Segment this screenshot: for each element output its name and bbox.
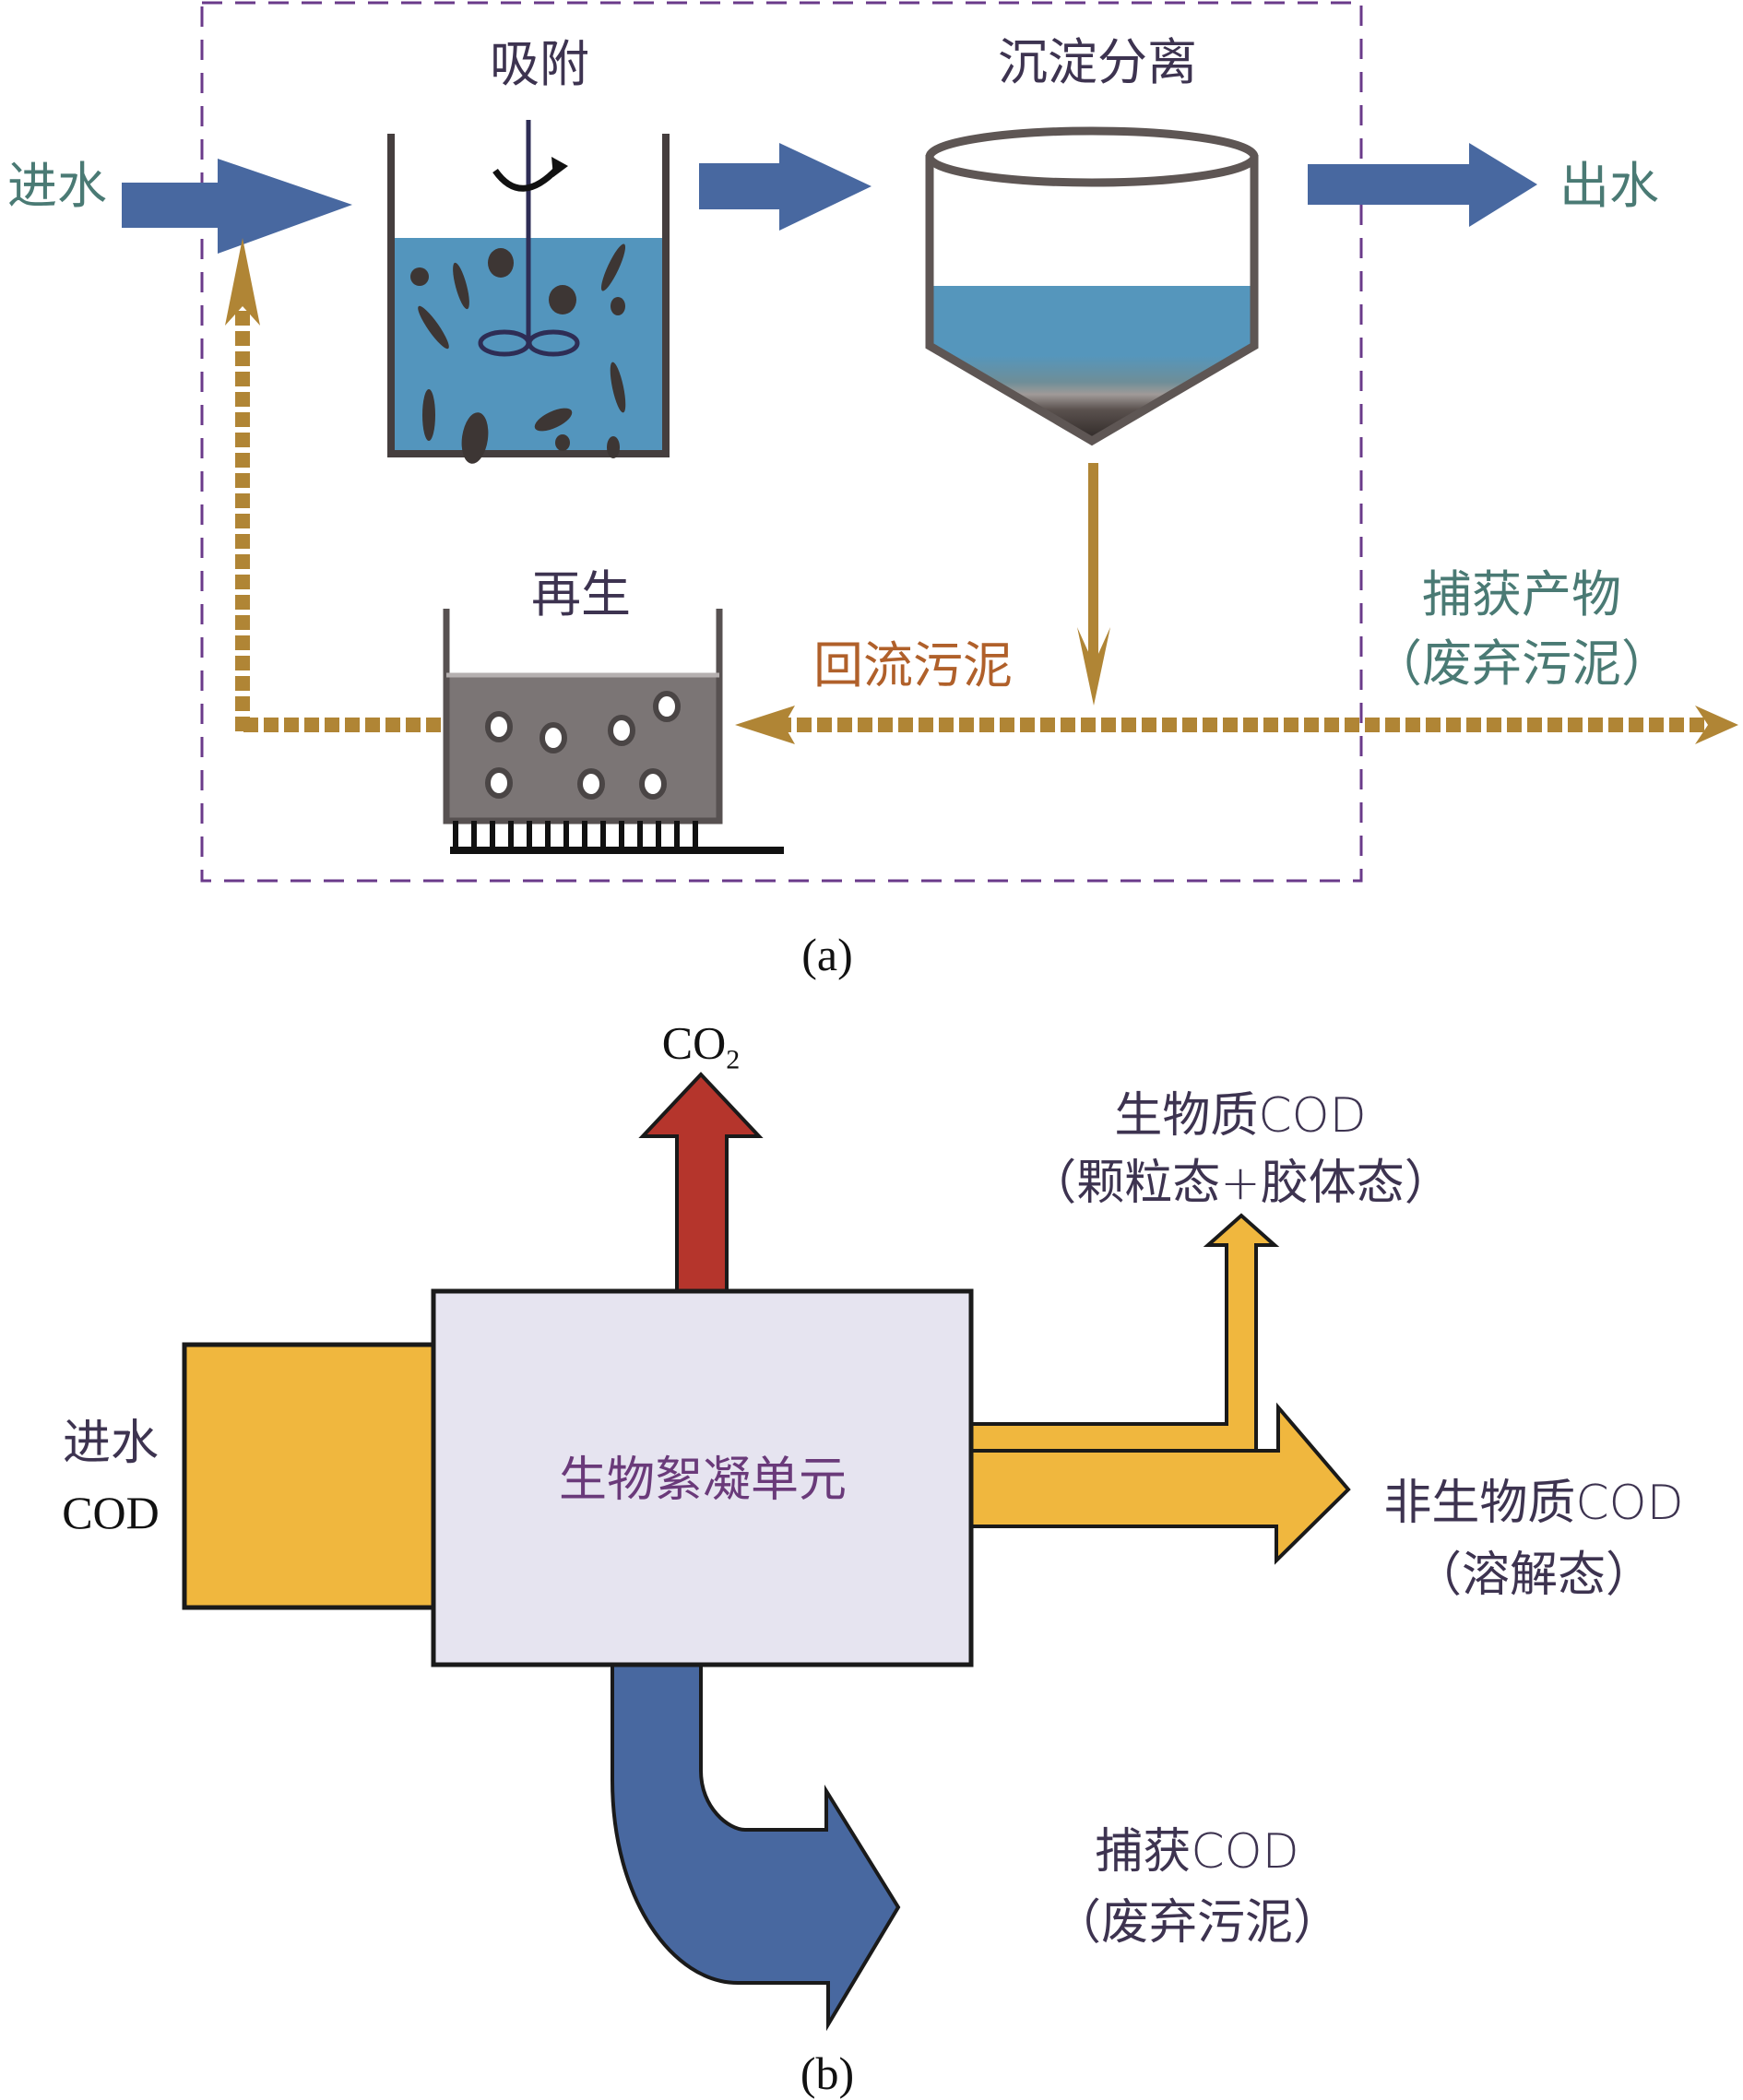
unit-label: 生物絮凝单元 (558, 1453, 848, 1508)
inflow-cod-label-line2: COD (62, 1487, 160, 1538)
sludge-particles (410, 243, 626, 464)
bioflocculation-unit-box (431, 1288, 974, 1667)
panel-a-caption: (a) (801, 929, 853, 980)
return-sludge-arrowhead (735, 706, 795, 744)
process-boundary-box (200, 1, 1363, 883)
bubbles (485, 691, 681, 800)
inflow-cod-box (182, 1342, 436, 1610)
captured-cod-sublabel: （废弃污泥） (1052, 1895, 1342, 1951)
aerator-grid (450, 821, 784, 854)
biomass-cod-sublabel: （颗粒态+胶体态） (1028, 1156, 1452, 1211)
nonbiomass-cod-sublabel: （溶解态） (1413, 1548, 1654, 1603)
rotation-arrow-icon (492, 165, 561, 192)
sludge-down-arrow-shaft (1088, 463, 1098, 675)
inflow-label: 进水 (7, 157, 107, 215)
panel-a (122, 1, 1738, 883)
regeneration-tank (443, 609, 784, 854)
regeneration-label: 再生 (531, 565, 631, 623)
nonbiomass-cod-label: 非生物质COD (1383, 1476, 1684, 1531)
waste-sludge-arrowhead (1695, 706, 1738, 744)
panel-b (182, 1072, 1351, 2032)
outflow-label: 出水 (1559, 157, 1659, 215)
co2-label: CO2 (661, 1016, 741, 1075)
panel-b-caption: (b) (800, 2047, 855, 2099)
adsorption-tank (387, 120, 670, 464)
co2-arrow (638, 1072, 764, 1295)
adsorption-label: 吸附 (490, 35, 589, 93)
settling-label: 沉淀分离 (998, 33, 1197, 91)
nonbiomass-cod-arrow (966, 1402, 1351, 1565)
captured-cod-label: 捕获COD (1095, 1824, 1299, 1880)
transfer-arrow (699, 143, 872, 231)
captured-cod-arrow (611, 1661, 901, 2032)
outflow-arrow (1308, 143, 1537, 227)
inflow-arrow (122, 159, 352, 254)
inflow-cod-label-line1: 进水 (62, 1416, 160, 1471)
captured-product-label: 捕获产物 (1422, 565, 1621, 623)
sludge-down-arrow-head (1077, 627, 1110, 706)
biomass-cod-label: 生物质COD (1114, 1088, 1367, 1144)
biomass-cod-arrow (966, 1213, 1280, 1453)
return-sludge-label: 回流污泥 (813, 636, 1013, 694)
regen-return-arrowhead (225, 238, 260, 326)
waste-sludge-label: （废弃污泥） (1372, 635, 1671, 693)
settling-tank (925, 126, 1259, 446)
